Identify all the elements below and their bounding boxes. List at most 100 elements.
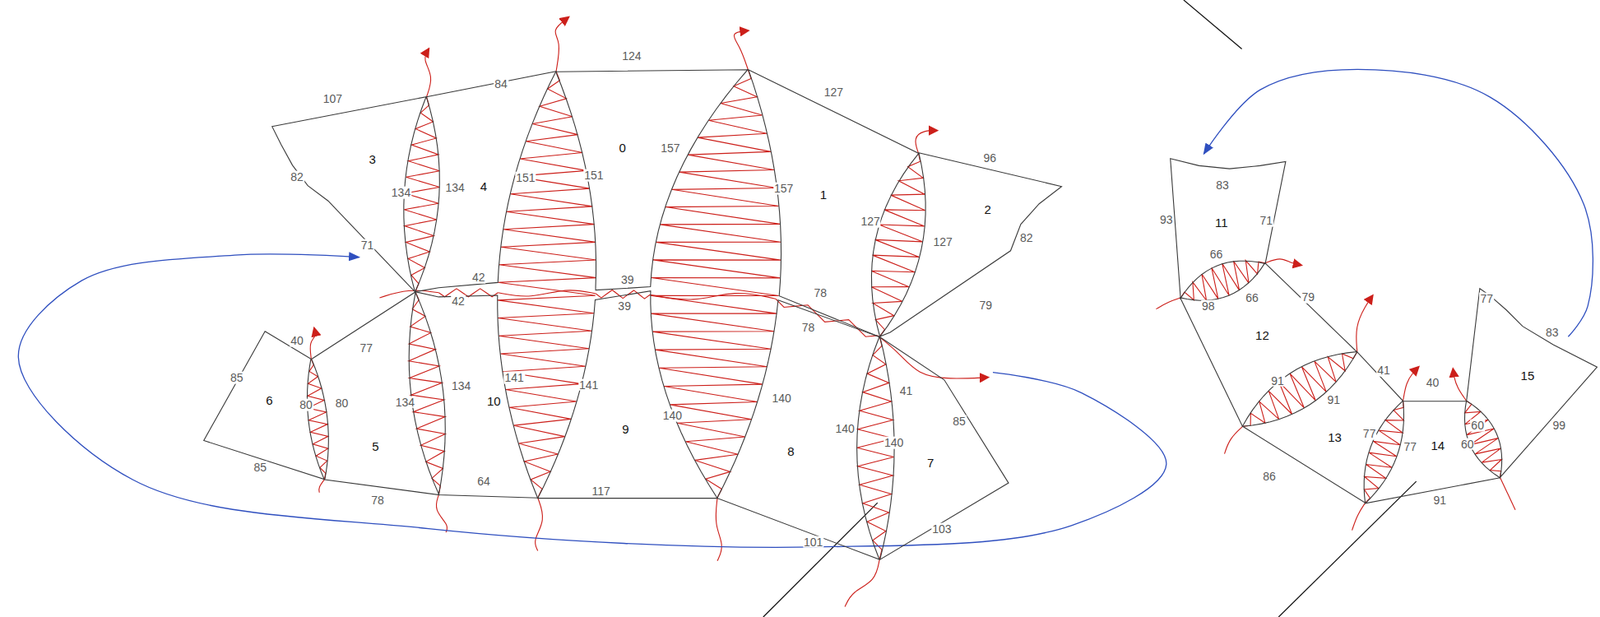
piece-outline (1362, 398, 1503, 506)
edge-length: 42 (450, 295, 466, 308)
edge-length: 77 (1479, 292, 1495, 306)
piece-number: 3 (368, 153, 377, 166)
piece-number: 1 (819, 187, 828, 200)
stitch-zigzag (1242, 352, 1358, 427)
piece-border (879, 336, 1008, 559)
stitch-thread (535, 497, 543, 551)
match-arrow (18, 254, 1167, 548)
edge-length: 134 (445, 181, 466, 195)
piece-number: 10 (486, 394, 502, 408)
stitch-thread (844, 558, 880, 607)
stitch-thread (435, 494, 447, 533)
pattern-piece: 4 (412, 68, 560, 295)
edge-length: 91 (1326, 394, 1341, 407)
piece-border (310, 292, 439, 496)
edge-length: 79 (978, 299, 993, 312)
piece-border (1242, 352, 1404, 504)
stitch-thread (915, 130, 937, 154)
edge-length: 77 (1402, 440, 1418, 454)
edge-length: 42 (471, 271, 487, 284)
edge-length: 85 (229, 371, 245, 385)
piece-border (415, 71, 557, 293)
edge-length: 40 (1425, 376, 1441, 390)
edge-length: 99 (1552, 419, 1568, 432)
edge-length: 134 (394, 395, 416, 409)
piece-border (717, 300, 880, 560)
edge-length: 41 (899, 384, 914, 398)
edge-length: 117 (590, 484, 611, 497)
stitch-thread (497, 290, 596, 297)
edge-length: 84 (493, 77, 509, 90)
edge-length: 141 (578, 378, 599, 391)
edge-length: 78 (370, 493, 385, 506)
edge-length: 64 (476, 475, 492, 488)
edge-length: 40 (289, 334, 305, 348)
stitch-thread (715, 497, 722, 562)
pattern-piece: 15 (1463, 285, 1600, 481)
stitch-zigzag (1363, 400, 1404, 503)
stitch-zigzag (497, 71, 597, 498)
edge-length: 127 (859, 215, 881, 228)
stitch-thread (1403, 366, 1420, 401)
piece-outline (876, 149, 1065, 340)
stitch-thread (379, 290, 439, 298)
edge-length: 60 (1470, 419, 1485, 432)
piece-number: 6 (264, 394, 274, 407)
edge-length: 82 (289, 170, 305, 183)
piece-outline (308, 288, 442, 498)
edge-length: 140 (883, 436, 905, 450)
edge-length: 71 (360, 238, 376, 251)
edge-length: 157 (659, 142, 681, 155)
piece-number: 9 (621, 422, 630, 435)
stitch-thread (319, 479, 325, 493)
piece-number: 12 (1254, 328, 1271, 341)
edge-length: 157 (773, 182, 794, 195)
stitch-zigzag (650, 69, 781, 498)
stitch-thread (733, 30, 748, 70)
edge-length: 141 (503, 371, 525, 385)
piece-number: 0 (617, 140, 627, 154)
edge-length: 77 (359, 342, 375, 355)
stitch-thread (1224, 426, 1243, 454)
edge-length: 91 (1270, 374, 1285, 387)
piece-number: 8 (786, 445, 795, 458)
pattern-piece: 11 (1167, 155, 1290, 302)
edge-length: 98 (1201, 300, 1216, 313)
piece-outline (412, 288, 541, 501)
stitch-thread (1499, 477, 1516, 511)
edge-length: 82 (1019, 231, 1035, 245)
edge-length: 91 (1432, 493, 1447, 506)
edge-length: 107 (322, 92, 344, 106)
edge-length: 134 (390, 186, 412, 200)
edge-length: 77 (1362, 427, 1378, 441)
edge-length: 71 (1259, 214, 1275, 228)
piece-number: 14 (1429, 438, 1446, 451)
piece-number: 5 (371, 440, 380, 453)
piece-number: 15 (1520, 369, 1536, 382)
piece-border (272, 97, 427, 293)
edge-length: 140 (662, 409, 683, 423)
pattern-piece: 2 (876, 149, 1065, 340)
edge-length: 124 (621, 50, 642, 63)
edge-length: 93 (1159, 213, 1174, 226)
piece-outline (534, 287, 721, 501)
pattern-piece: 5 (308, 288, 442, 498)
pattern-piece: 10 (412, 288, 541, 501)
cut-lines (763, 0, 1417, 617)
edge-length: 86 (1261, 470, 1277, 483)
piece-number: 7 (926, 455, 935, 469)
stitch-thread (649, 292, 776, 300)
stitch-thread (1452, 369, 1466, 401)
cut-line (763, 502, 878, 617)
piece-border (1170, 157, 1286, 298)
edge-length: 134 (450, 380, 472, 393)
edge-length: 127 (823, 85, 845, 98)
piece-border (1466, 288, 1598, 478)
edge-length: 85 (253, 461, 269, 474)
edge-length: 80 (298, 398, 314, 412)
stitch-thread (1356, 296, 1373, 353)
edge-length: 41 (1376, 364, 1392, 377)
